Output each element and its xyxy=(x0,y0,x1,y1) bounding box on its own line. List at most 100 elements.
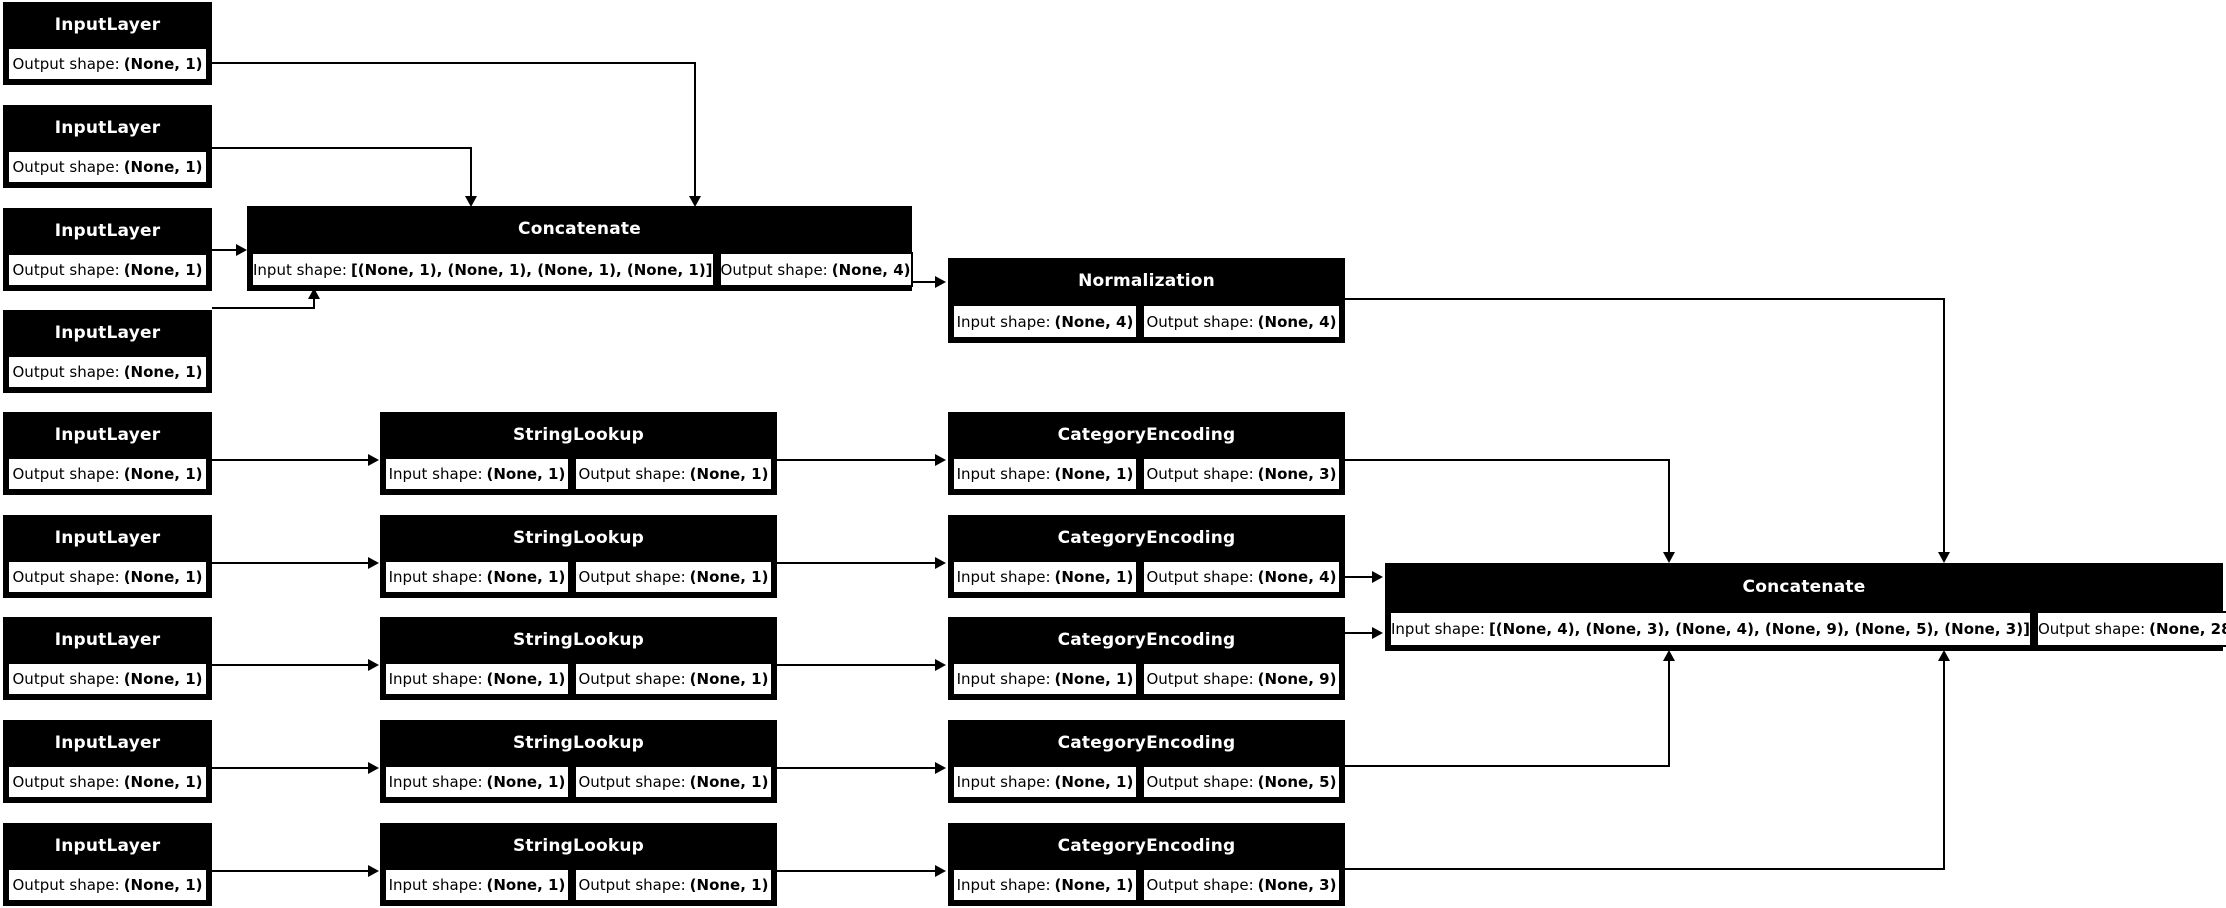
edge-in8-to-sl4 xyxy=(212,767,369,769)
node-normalization[interactable]: Normalization Input shape:(None, 4) Outp… xyxy=(948,258,1345,343)
edge-cat2-arrowhead xyxy=(1372,571,1383,583)
output-shape-label: Output shape: xyxy=(12,261,120,279)
output-shape-value: (None, 1) xyxy=(123,568,203,586)
node-category-encoding-2[interactable]: CategoryEncoding Input shape:(None, 1) O… xyxy=(948,515,1345,598)
node-input-layer-5[interactable]: InputLayer Output shape:(None, 1) xyxy=(3,412,212,495)
node-title: Normalization xyxy=(950,260,1343,302)
node-input-layer-2[interactable]: InputLayer Output shape:(None, 1) xyxy=(3,105,212,188)
node-input-layer-3[interactable]: InputLayer Output shape:(None, 1) xyxy=(3,208,212,291)
output-shape-label: Output shape: xyxy=(1146,465,1254,483)
edge-norm-to-final-h xyxy=(1345,298,1945,300)
node-input-layer-9[interactable]: InputLayer Output shape:(None, 1) xyxy=(3,823,212,906)
edge-sl5-to-cat5 xyxy=(777,870,936,872)
output-shape-cell: Output shape:(None, 1) xyxy=(7,150,208,184)
output-shape-value: (None, 1) xyxy=(689,773,769,791)
node-title: CategoryEncoding xyxy=(950,722,1343,763)
node-string-lookup-1[interactable]: StringLookup Input shape:(None, 1) Outpu… xyxy=(380,412,777,495)
output-shape-value: (None, 1) xyxy=(123,158,203,176)
input-shape-value: [(None, 4), (None, 3), (None, 4), (None,… xyxy=(1488,620,2030,638)
node-body: Output shape:(None, 1) xyxy=(5,251,210,289)
output-shape-label: Output shape: xyxy=(12,363,120,381)
node-category-encoding-3[interactable]: CategoryEncoding Input shape:(None, 1) O… xyxy=(948,617,1345,700)
node-concatenate-final[interactable]: Concatenate Input shape:[(None, 4), (Non… xyxy=(1385,563,2226,651)
node-title: StringLookup xyxy=(382,517,775,558)
node-string-lookup-3[interactable]: StringLookup Input shape:(None, 1) Outpu… xyxy=(380,617,777,700)
node-string-lookup-2[interactable]: StringLookup Input shape:(None, 1) Outpu… xyxy=(380,515,777,598)
input-shape-label: Input shape: xyxy=(956,670,1051,688)
output-shape-value: (None, 1) xyxy=(689,568,769,586)
node-body: Output shape:(None, 1) xyxy=(5,660,210,698)
node-input-layer-8[interactable]: InputLayer Output shape:(None, 1) xyxy=(3,720,212,803)
edge-input1-arrowhead xyxy=(689,196,701,207)
edge-input3-h xyxy=(212,249,237,251)
output-shape-cell: Output shape:(None, 5) xyxy=(1141,765,1342,799)
node-title: InputLayer xyxy=(5,414,210,455)
node-body: Output shape:(None, 1) xyxy=(5,455,210,493)
node-title: StringLookup xyxy=(382,825,775,866)
input-shape-value: (None, 1) xyxy=(1054,465,1134,483)
node-input-layer-4[interactable]: InputLayer Output shape:(None, 1) xyxy=(3,310,212,393)
input-shape-value: (None, 1) xyxy=(1054,773,1134,791)
node-string-lookup-4[interactable]: StringLookup Input shape: (None, 1) Outpu… xyxy=(380,720,777,803)
node-title: StringLookup xyxy=(382,414,775,455)
node-concatenate-numeric[interactable]: Concatenate Input shape:[(None, 1), (Non… xyxy=(247,206,913,291)
node-title: CategoryEncoding xyxy=(950,517,1343,558)
node-title: Concatenate xyxy=(249,208,910,250)
node-body: Input shape:(None, 1) Output shape:(None… xyxy=(950,558,1343,596)
edge-in5-to-sl1 xyxy=(212,459,369,461)
input-shape-value: (None, 1) xyxy=(1054,568,1134,586)
edge-sl5-to-cat5-arrowhead xyxy=(935,865,946,877)
node-category-encoding-5[interactable]: CategoryEncoding Input shape:(None, 1) O… xyxy=(948,823,1345,906)
node-string-lookup-5[interactable]: StringLookup Input shape:(None, 1) Outpu… xyxy=(380,823,777,906)
edge-concat-to-norm-h xyxy=(912,281,936,283)
input-shape-label: Input shape: xyxy=(388,876,483,894)
node-title: InputLayer xyxy=(5,825,210,866)
edge-input3-arrowhead xyxy=(236,244,247,256)
output-shape-value: (None, 1) xyxy=(123,670,203,688)
edge-input1-v xyxy=(694,62,696,196)
output-shape-value: (None, 1) xyxy=(123,55,203,73)
output-shape-value: (None, 1) xyxy=(123,261,203,279)
node-title: StringLookup xyxy=(382,722,775,763)
input-shape-value: (None, 1) xyxy=(486,670,566,688)
output-shape-cell: Output shape:(None, 1) xyxy=(7,47,208,81)
edge-input2-arrowhead xyxy=(465,196,477,207)
node-category-encoding-1[interactable]: CategoryEncoding Input shape:(None, 1) O… xyxy=(948,412,1345,495)
output-shape-value: (None, 3) xyxy=(1257,465,1337,483)
output-shape-cell: Output shape:(None, 4) xyxy=(1141,304,1342,339)
output-shape-value: (None, 4) xyxy=(1257,568,1337,586)
output-shape-value: (None, 1) xyxy=(689,670,769,688)
edge-norm-to-final-arrowhead xyxy=(1938,552,1950,563)
output-shape-value: (None, 9) xyxy=(1257,670,1337,688)
input-shape-cell: Input shape:(None, 1) xyxy=(384,662,570,696)
output-shape-label: Output shape: xyxy=(578,568,686,586)
input-shape-value: (None, 1) xyxy=(486,876,566,894)
edge-in8-to-sl4-arrowhead xyxy=(368,762,379,774)
output-shape-label: Output shape: xyxy=(2037,620,2146,638)
input-shape-label: Input shape: xyxy=(253,260,347,279)
node-body: Input shape:(None, 1) Output shape:(None… xyxy=(382,763,775,801)
edge-sl3-to-cat3-arrowhead xyxy=(935,659,946,671)
node-body: Input shape:(None, 1) Output shape:(None… xyxy=(382,660,775,698)
edge-in7-to-sl3 xyxy=(212,664,369,666)
node-body: Input shape:(None, 1) Output shape:(None… xyxy=(950,455,1343,493)
input-shape-cell: Input shape:(None, 1) xyxy=(952,765,1138,799)
node-body: Input shape:(None, 1) Output shape:(None… xyxy=(382,558,775,596)
node-category-encoding-4[interactable]: CategoryEncoding Input shape:(None, 1) O… xyxy=(948,720,1345,803)
node-title: InputLayer xyxy=(5,107,210,148)
edge-input1-h xyxy=(212,62,696,64)
input-shape-label: Input shape: xyxy=(388,773,483,791)
output-shape-cell: Output shape:(None, 1) xyxy=(7,868,208,902)
edge-cat1-v xyxy=(1668,459,1670,552)
node-input-layer-1[interactable]: InputLayer Output shape:(None, 1) xyxy=(3,2,212,85)
node-body: Input shape:(None, 1) Output shape:(None… xyxy=(382,866,775,904)
output-shape-label: Output shape: xyxy=(578,773,686,791)
edge-in9-to-sl5 xyxy=(212,870,369,872)
edge-input4-h xyxy=(212,307,315,309)
edge-sl1-to-cat1-arrowhead xyxy=(935,454,946,466)
node-input-layer-6[interactable]: InputLayer Output shape:(None, 1) xyxy=(3,515,212,598)
output-shape-cell: Output shape:(None, 3) xyxy=(1141,868,1342,902)
edge-cat2-h xyxy=(1345,576,1373,578)
node-input-layer-7[interactable]: InputLayer Output shape:(None, 1) xyxy=(3,617,212,700)
